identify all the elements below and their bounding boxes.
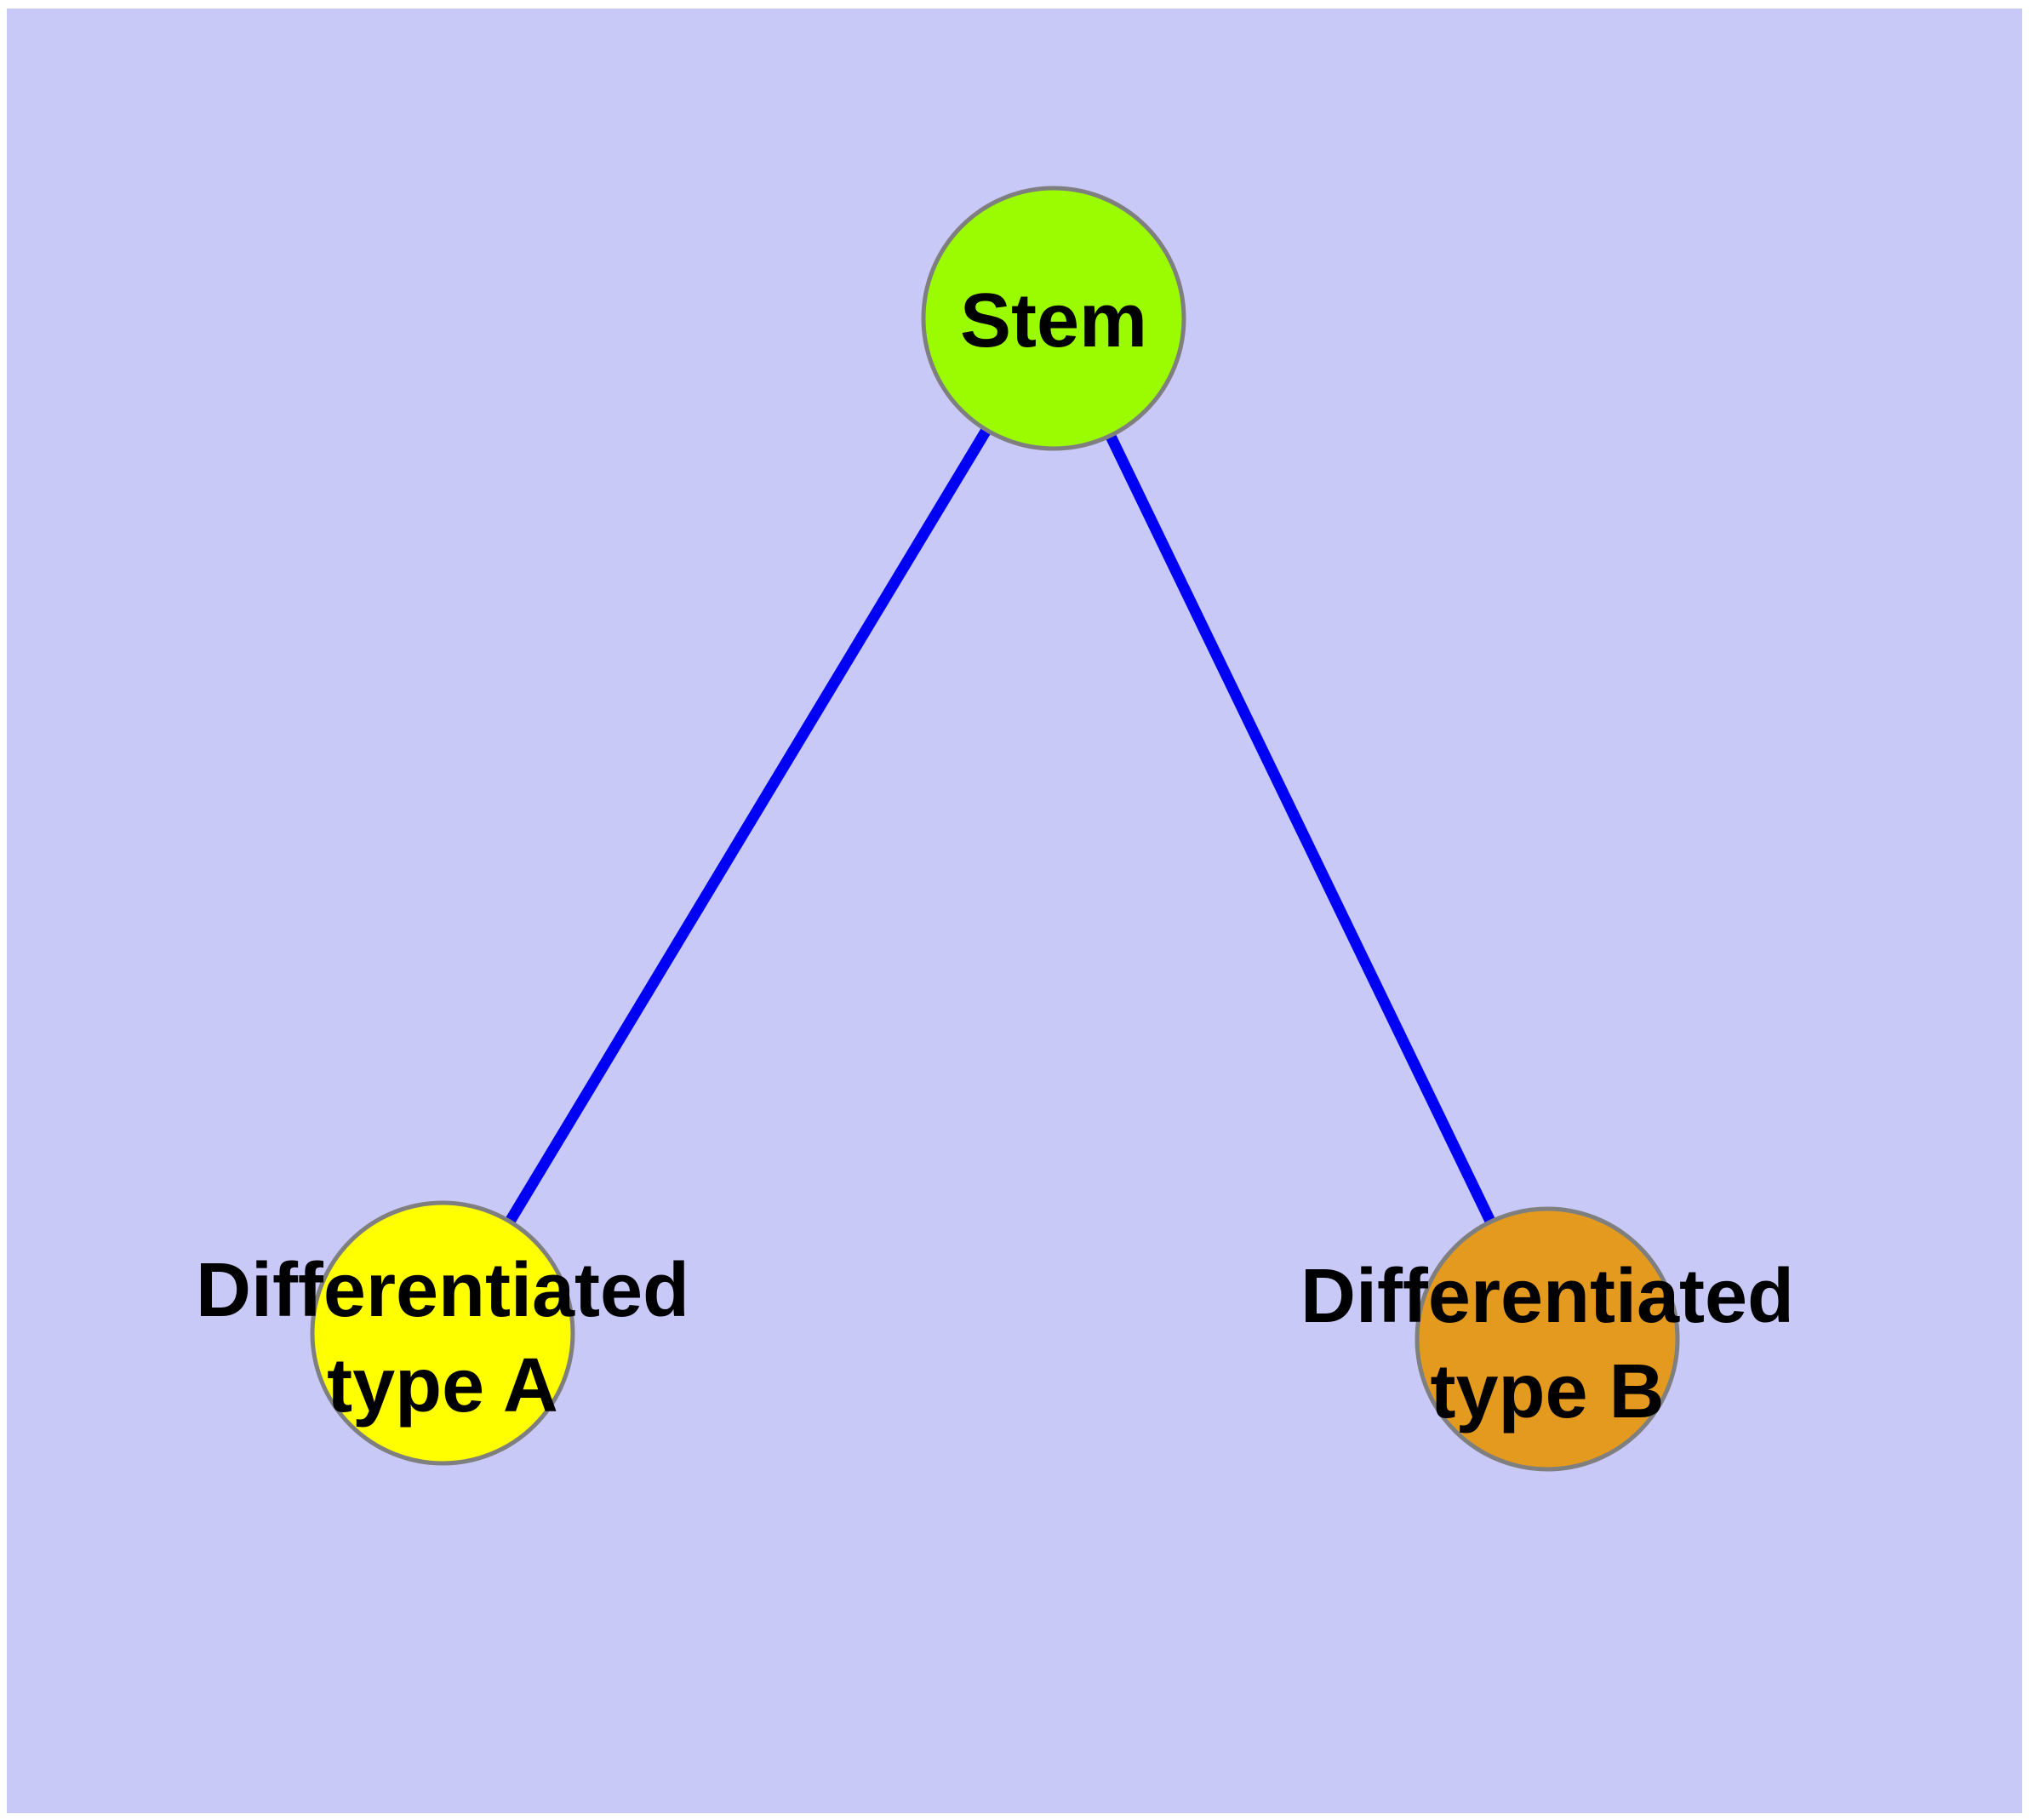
node-differentiated-type-a-label-line1: Differentiated [196,1248,689,1333]
edge-stem-to-type-b [1049,316,1552,1342]
node-differentiated-type-a-label-line2: type A [327,1343,558,1428]
edge-stem-to-type-a [437,315,1059,1336]
node-differentiated-type-a [310,1200,575,1466]
node-differentiated-type-b [1415,1206,1680,1472]
node-stem-label: Stem [960,278,1147,363]
node-differentiated-type-b-label-line1: Differentiated [1300,1254,1794,1339]
node-differentiated-type-b-label-line2: type B [1430,1349,1664,1434]
node-stem [921,186,1186,451]
